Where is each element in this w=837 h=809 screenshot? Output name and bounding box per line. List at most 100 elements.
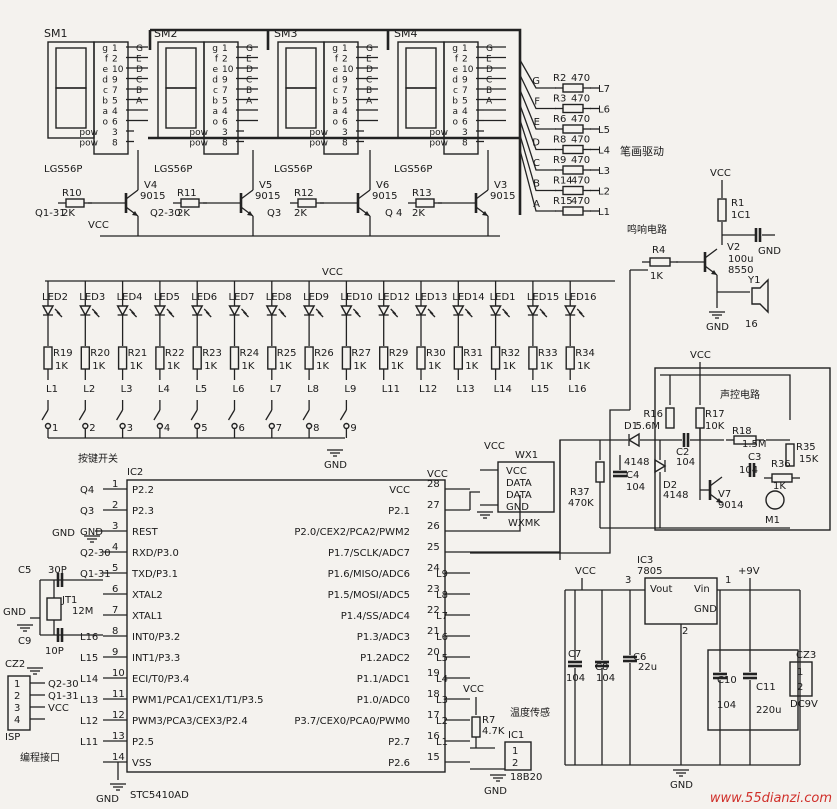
label: B: [246, 86, 252, 96]
label: R24: [240, 348, 260, 359]
label: GND: [706, 322, 729, 333]
label: 27: [427, 500, 440, 511]
label: Q2-30: [150, 208, 181, 219]
label: V7: [718, 489, 731, 500]
label: ECI/T0/P3.4: [132, 674, 189, 685]
resistor-body: [471, 716, 481, 738]
label: P1.5/MOSI/ADC5: [328, 590, 410, 601]
label: GND: [694, 604, 717, 615]
label: g: [452, 44, 458, 54]
label: L1: [46, 384, 58, 395]
label: A: [136, 97, 143, 107]
label: DATA: [506, 490, 532, 501]
wire: [203, 308, 210, 315]
switch-contact: [231, 422, 238, 430]
label: pow: [309, 139, 328, 149]
label: 编程接口: [20, 751, 60, 764]
switch-contact: [343, 422, 350, 430]
label: R1: [731, 198, 744, 209]
led-icon: [340, 305, 353, 317]
label: V6: [376, 180, 389, 191]
label: L9: [436, 569, 448, 580]
switch-contact: [119, 422, 126, 430]
label: R10: [62, 188, 82, 199]
label: d: [102, 76, 108, 86]
wire: [464, 308, 471, 315]
label: 23: [427, 584, 440, 595]
label: 5: [462, 97, 468, 107]
resistor-body: [665, 407, 675, 429]
label: L4: [158, 384, 170, 395]
label: P1.3/ADC3: [357, 632, 410, 643]
label: DC9V: [790, 699, 818, 710]
wire: [709, 476, 723, 487]
wire: [125, 189, 139, 200]
label: 1K: [242, 361, 255, 372]
resistor-body: [304, 346, 314, 370]
label: pow: [189, 128, 208, 138]
label: L6: [233, 384, 245, 395]
label: 14: [112, 752, 125, 763]
label: 8: [462, 139, 468, 149]
label: 10: [462, 65, 474, 75]
label: VCC: [463, 684, 484, 695]
label: V2: [727, 242, 740, 253]
label: a: [212, 107, 218, 117]
led-icon: [377, 305, 390, 317]
label: INT0/P3.2: [132, 632, 180, 643]
label: LED15: [527, 292, 559, 303]
label: 9: [112, 647, 118, 658]
mcu-ic2: IC2STC5410AD1P2.2Q42P2.3Q33RESTGND4RXD/P…: [52, 409, 630, 805]
label: Vout: [650, 584, 673, 595]
capacitor-icon: [713, 672, 727, 680]
capacitor-icon: [743, 672, 757, 680]
label: 声控电路: [720, 388, 760, 401]
wire: [469, 491, 480, 510]
wire: [339, 409, 347, 421]
label: 4148: [663, 490, 688, 501]
label: 4: [462, 107, 468, 117]
label: 1: [725, 575, 731, 586]
resistor-body: [453, 346, 463, 370]
label: a: [102, 107, 108, 117]
label: 1K: [130, 361, 143, 372]
label: R19: [53, 348, 73, 359]
wire: [91, 308, 98, 315]
label: C: [486, 76, 492, 86]
segment-lower: [165, 87, 197, 129]
wire: [56, 311, 63, 318]
ground-icon: [327, 449, 343, 457]
resistor-body: [717, 198, 727, 222]
resistor-body: [297, 198, 317, 208]
segment-lower: [285, 87, 317, 129]
led-icon: [79, 305, 92, 317]
label: b: [452, 97, 458, 107]
wire: [519, 74, 556, 110]
resistor-body: [562, 206, 584, 216]
label: E: [534, 117, 540, 128]
label: L15: [531, 384, 549, 395]
label: L4: [436, 674, 448, 685]
label: L11: [382, 384, 400, 395]
transistor-icon: [124, 189, 139, 217]
ground-icon: [84, 535, 100, 543]
ground-icon: [709, 311, 725, 319]
label: XTAL1: [132, 611, 163, 622]
arrow: [132, 211, 138, 216]
label: INT1/P3.3: [132, 653, 180, 664]
label: M1: [765, 515, 780, 526]
label: 22u: [638, 662, 657, 673]
label: L12: [80, 716, 98, 727]
label: 100u: [728, 254, 753, 265]
segment-upper: [405, 47, 437, 89]
label: 470K: [568, 498, 594, 509]
arrow: [482, 211, 488, 216]
led-icon: [564, 305, 577, 317]
label: REST: [132, 527, 159, 538]
connector-body: [7, 675, 31, 731]
label: GND: [52, 528, 75, 539]
switch-contact: [268, 422, 275, 430]
